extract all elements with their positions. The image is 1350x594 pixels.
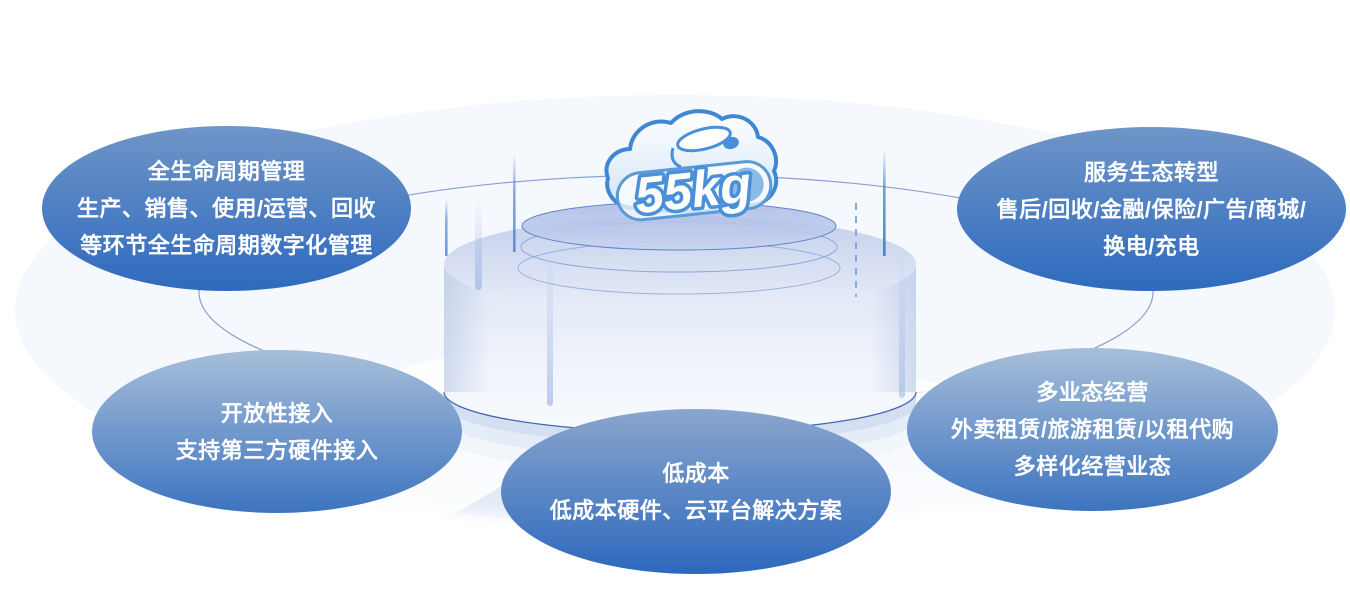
bubble-detail: 等环节全生命周期数字化管理 <box>80 233 373 258</box>
cylinder-body <box>444 264 916 432</box>
bubble-detail: 换电/充电 <box>1103 233 1200 259</box>
bubble-title: 低成本 <box>662 460 730 486</box>
light-beam <box>475 202 482 290</box>
bubble-service-ecosystem-transformation: 服务生态转型 售后/回收/金融/保险/广告/商城/ 换电/充电 <box>957 127 1346 291</box>
bubble-detail: 生产、销售、使用/运营、回收 <box>76 196 377 221</box>
bubble-title: 多业态经营 <box>1036 380 1149 405</box>
bubble-title: 全生命周期管理 <box>147 159 306 184</box>
bubble-low-cost: 低成本 低成本硬件、云平台解决方案 <box>501 409 891 574</box>
scooter-icon <box>670 125 739 169</box>
bubble-multi-business-operation: 多业态经营 外卖租赁/旅游租赁/以租代购 多样化经营业态 <box>907 348 1278 511</box>
logo-capsule-cap <box>729 167 764 202</box>
bubble-detail: 支持第三方硬件接入 <box>175 437 379 463</box>
bubble-full-lifecycle-management: 全生命周期管理 生产、销售、使用/运营、回收 等环节全生命周期数字化管理 <box>42 126 411 291</box>
cloud-logo: 55kg <box>604 109 779 228</box>
bubble-detail: 售后/回收/金融/保险/广告/商城/ <box>996 196 1307 222</box>
bubble-detail: 多样化经营业态 <box>1013 454 1172 479</box>
logo-text: 55kg <box>632 155 754 224</box>
bubble-detail: 外卖租赁/旅游租赁/以租代购 <box>950 417 1235 442</box>
bubble-detail: 低成本硬件、云平台解决方案 <box>549 497 843 523</box>
light-beam <box>883 152 886 256</box>
light-beam <box>513 156 516 252</box>
light-beams <box>445 152 905 406</box>
bubble-open-access: 开放性接入 支持第三方硬件接入 <box>92 350 462 513</box>
light-beam <box>899 250 905 398</box>
light-beam <box>445 200 448 256</box>
podium <box>443 201 917 474</box>
bubble-title: 服务生态转型 <box>1083 159 1219 185</box>
light-beam <box>547 246 553 406</box>
bubble-title: 开放性接入 <box>220 400 334 426</box>
